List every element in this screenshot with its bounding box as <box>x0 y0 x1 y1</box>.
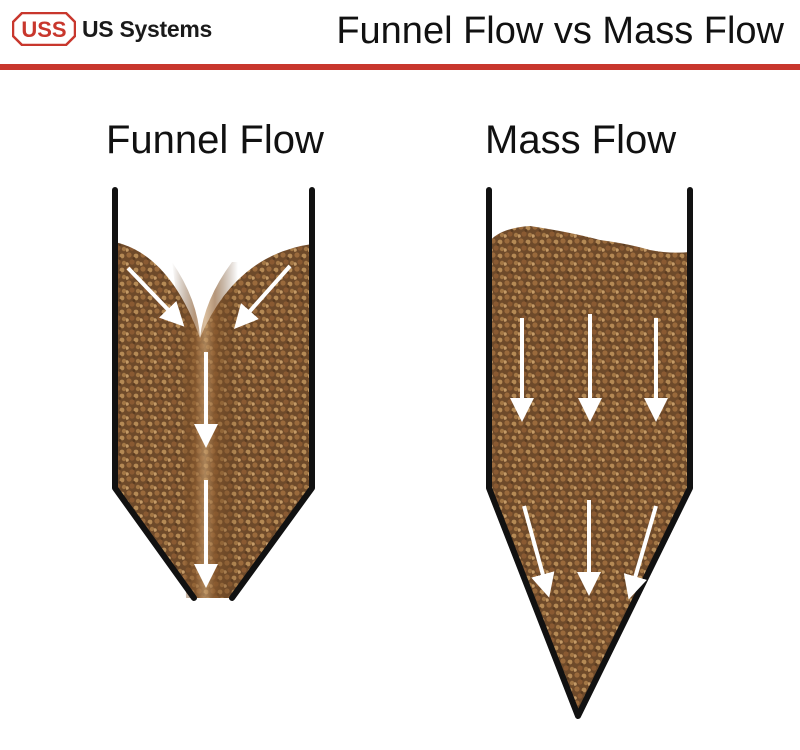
mass-grain-fill <box>489 226 690 716</box>
logo-badge-text: USS <box>21 17 66 42</box>
arrow-icon <box>623 505 658 600</box>
header: USS US Systems Funnel Flow vs Mass Flow <box>0 0 800 66</box>
uss-logo-badge-icon: USS <box>12 12 76 46</box>
header-divider <box>0 64 800 70</box>
mass-flow-bin <box>486 187 693 719</box>
funnel-flow-arrows <box>126 264 292 588</box>
funnel-flow-bin <box>112 187 315 601</box>
company-logo[interactable]: USS US Systems <box>12 12 212 46</box>
funnel-bin-wall <box>112 187 315 601</box>
page-title: Funnel Flow vs Mass Flow <box>336 10 784 52</box>
arrow-icon <box>126 266 185 327</box>
mass-flow-arrows <box>510 314 668 600</box>
arrow-icon <box>522 505 555 598</box>
arrow-icon <box>234 264 292 329</box>
mass-bin-wall <box>486 187 693 719</box>
company-name: US Systems <box>82 15 212 42</box>
mass-flow-title: Mass Flow <box>485 118 677 162</box>
funnel-flow-title: Funnel Flow <box>106 118 324 162</box>
